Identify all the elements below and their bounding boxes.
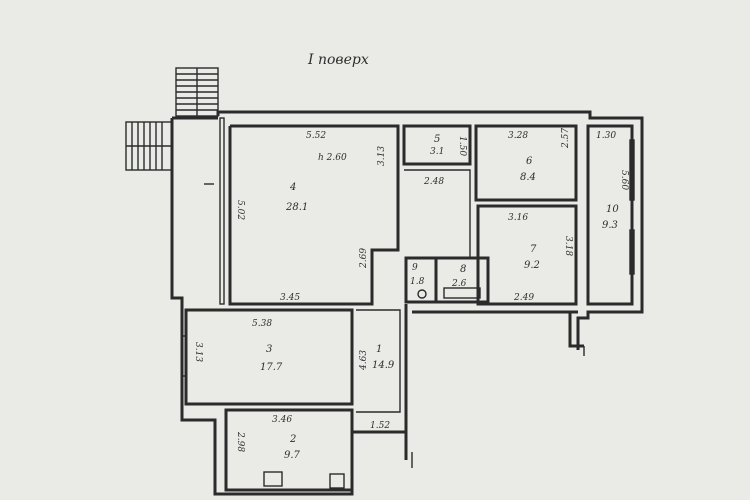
room-7-dim-bottom: 2.49	[513, 293, 534, 303]
room-4: 5.52 h 2.60 4 28.1 5.02 3.13 2.69 3.45	[228, 124, 400, 306]
room-6-area: 8.4	[520, 172, 536, 183]
room-6: 3.28 6 8.4 2.57	[474, 124, 578, 202]
room-2-number: 2	[289, 434, 296, 445]
room-7-dim-right: 3.18	[563, 236, 573, 256]
room-9-number: 9	[412, 263, 418, 273]
room-2-area: 9.7	[284, 450, 301, 461]
dimension-ticks	[204, 183, 585, 468]
room-4-number: 4	[289, 182, 296, 193]
room-4-dim-right: 3.13	[377, 146, 387, 166]
room-6-number: 6	[526, 156, 533, 167]
room-5-dim: 1.50	[457, 136, 467, 156]
door-dim: 1.52	[370, 421, 390, 431]
room-4-area: 28.1	[285, 202, 308, 213]
room-3-area: 17.7	[260, 362, 283, 373]
ceiling-height: h 2.60	[318, 153, 347, 163]
room-6-dim-right: 2.57	[561, 128, 571, 149]
room-2: 3.46 2 9.7 2.98	[224, 408, 354, 492]
room-9: 9 1.8	[404, 256, 438, 304]
staircase	[125, 67, 219, 171]
room-3-dim-top: 5.38	[252, 319, 272, 329]
room-4-dim-top: 5.52	[306, 131, 326, 141]
room-1: 1 14.9 4.63 1.52	[352, 309, 406, 434]
room-4-dim-right-2: 2.69	[359, 248, 369, 269]
room-3: 5.38 3 17.7 3.13	[181, 308, 354, 406]
room-1-number: 1	[376, 344, 382, 355]
room-8: 8 2.6	[434, 256, 490, 304]
corridor-dim: 2.48	[423, 177, 444, 187]
room-8-number: 8	[460, 264, 466, 275]
room-5-area: 3.1	[430, 147, 444, 157]
outer-walls	[170, 110, 644, 496]
room-2-dim-left: 2.98	[235, 431, 245, 452]
room-4-dim-left: 5.02	[235, 200, 245, 220]
room-8-area: 2.6	[451, 279, 467, 289]
room-7-dim-top: 3.16	[508, 213, 528, 223]
room-3-number: 3	[266, 344, 272, 355]
room-10-dim-top: 1.30	[596, 131, 616, 141]
room-10-dim-right: 5.60	[619, 170, 629, 190]
room-5-number: 5	[434, 134, 440, 145]
plan-title: I поверх	[307, 52, 369, 68]
room-9-area: 1.8	[410, 277, 425, 287]
room-7: 3.16 7 9.2 3.18 2.49	[476, 204, 578, 306]
room-5: 5 3.1 1.50	[402, 124, 472, 166]
room-10-number: 10	[606, 204, 619, 215]
room-7-number: 7	[530, 244, 537, 255]
room-1-area: 14.9	[372, 360, 395, 371]
room-7-area: 9.2	[524, 260, 540, 271]
room-4-dim-bottom: 3.45	[280, 293, 300, 303]
room-2-dim-top: 3.46	[272, 415, 292, 425]
room-3-dim-left: 3.13	[193, 342, 203, 362]
room-1-dim-left: 4.63	[359, 350, 369, 371]
room-10: 1.30 10 9.3 5.60	[586, 124, 635, 306]
room-10-area: 9.3	[602, 220, 618, 231]
room-6-dim-top: 3.28	[508, 131, 528, 141]
